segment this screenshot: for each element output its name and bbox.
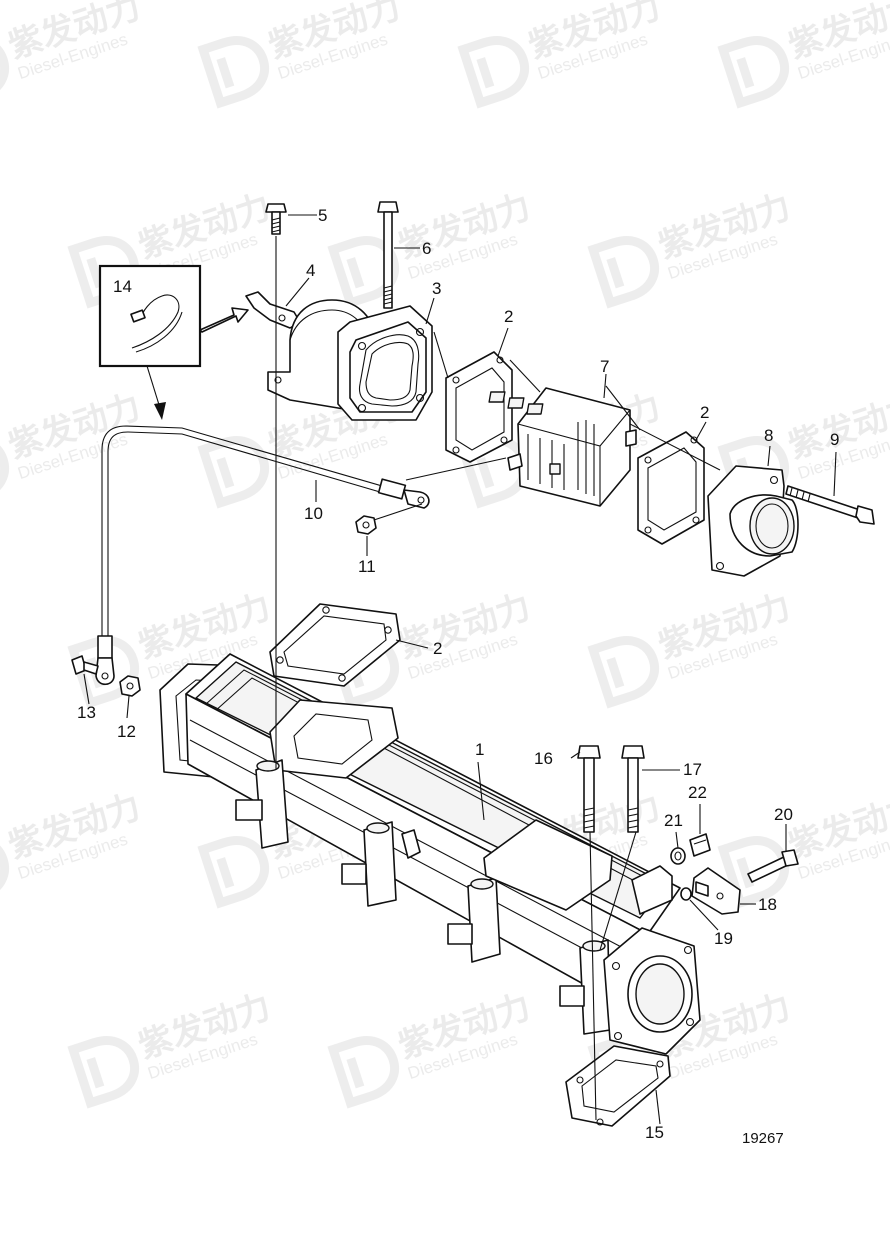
plug-part-22 [689, 833, 711, 857]
gasket-part-2-upper [445, 351, 513, 463]
callout-11: 11 [358, 557, 376, 576]
callout-17: 17 [683, 760, 702, 779]
washer-part-21 [670, 847, 686, 865]
callout-1: 1 [475, 740, 484, 759]
callout-7: 7 [600, 357, 609, 376]
nut-part-12 [119, 675, 141, 697]
d-logo-icon [197, 36, 269, 109]
callout-14: 14 [113, 277, 132, 296]
callout-21: 21 [664, 811, 683, 830]
d-logo-icon [587, 636, 659, 709]
callout-9: 9 [830, 430, 839, 449]
gasket-part-2-lower [269, 603, 401, 687]
bolt-part-16 [577, 745, 601, 833]
d-logo-icon [587, 236, 659, 309]
housing-part-3 [267, 299, 433, 421]
washer-part-19 [680, 887, 692, 901]
screw-part-20 [747, 849, 799, 883]
callout-2-right: 2 [700, 403, 709, 422]
d-logo-icon [457, 36, 529, 109]
callout-8: 8 [764, 426, 773, 445]
callout-6: 6 [422, 239, 431, 258]
leader-lines [83, 214, 837, 1125]
callout-12: 12 [117, 722, 136, 741]
plate-part-18 [691, 867, 741, 915]
callout-13: 13 [77, 703, 96, 722]
d-logo-icon [327, 1036, 399, 1109]
callout-4: 4 [306, 261, 315, 280]
callout-15: 15 [645, 1123, 664, 1142]
d-logo-icon [0, 836, 9, 909]
d-logo-icon [327, 236, 399, 309]
bolt-part-9 [785, 485, 875, 525]
callout-2-lower: 2 [433, 639, 442, 658]
callout-5: 5 [318, 206, 327, 225]
bolt-part-5 [265, 203, 287, 300]
d-logo-icon [0, 36, 9, 109]
gasket-part-2-right [637, 431, 705, 545]
cable-part-10 [95, 425, 430, 686]
heater-block-part-7 [488, 387, 637, 507]
flange-pipe-part-8 [707, 465, 799, 577]
callout-10: 10 [304, 504, 323, 523]
callout-3: 3 [432, 279, 441, 298]
inset-box-cable-tie [98, 264, 249, 420]
callout-22: 22 [688, 783, 707, 802]
drawing-number: 19267 [742, 1130, 784, 1147]
callout-19: 19 [714, 929, 733, 948]
d-logo-icon [717, 36, 789, 109]
bolt-part-6 [377, 201, 399, 309]
d-logo-icon [0, 436, 9, 509]
d-logo-icon [197, 836, 269, 909]
callout-2-upper: 2 [504, 307, 513, 326]
screw-part-13 [71, 655, 99, 675]
gasket-part-15 [565, 1045, 671, 1127]
callout-18: 18 [758, 895, 777, 914]
d-logo-icon [67, 1036, 139, 1109]
manifold-part-1 [159, 653, 701, 1055]
nut-part-11 [355, 515, 377, 535]
d-logo-icon [197, 436, 269, 509]
callout-20: 20 [774, 805, 793, 824]
bolt-part-17 [621, 745, 645, 833]
callout-16: 16 [534, 749, 553, 768]
bracket-part-4 [245, 291, 301, 329]
callout-labels: 1 2 2 2 3 4 5 6 7 8 9 10 11 12 13 14 15 … [77, 206, 839, 1142]
